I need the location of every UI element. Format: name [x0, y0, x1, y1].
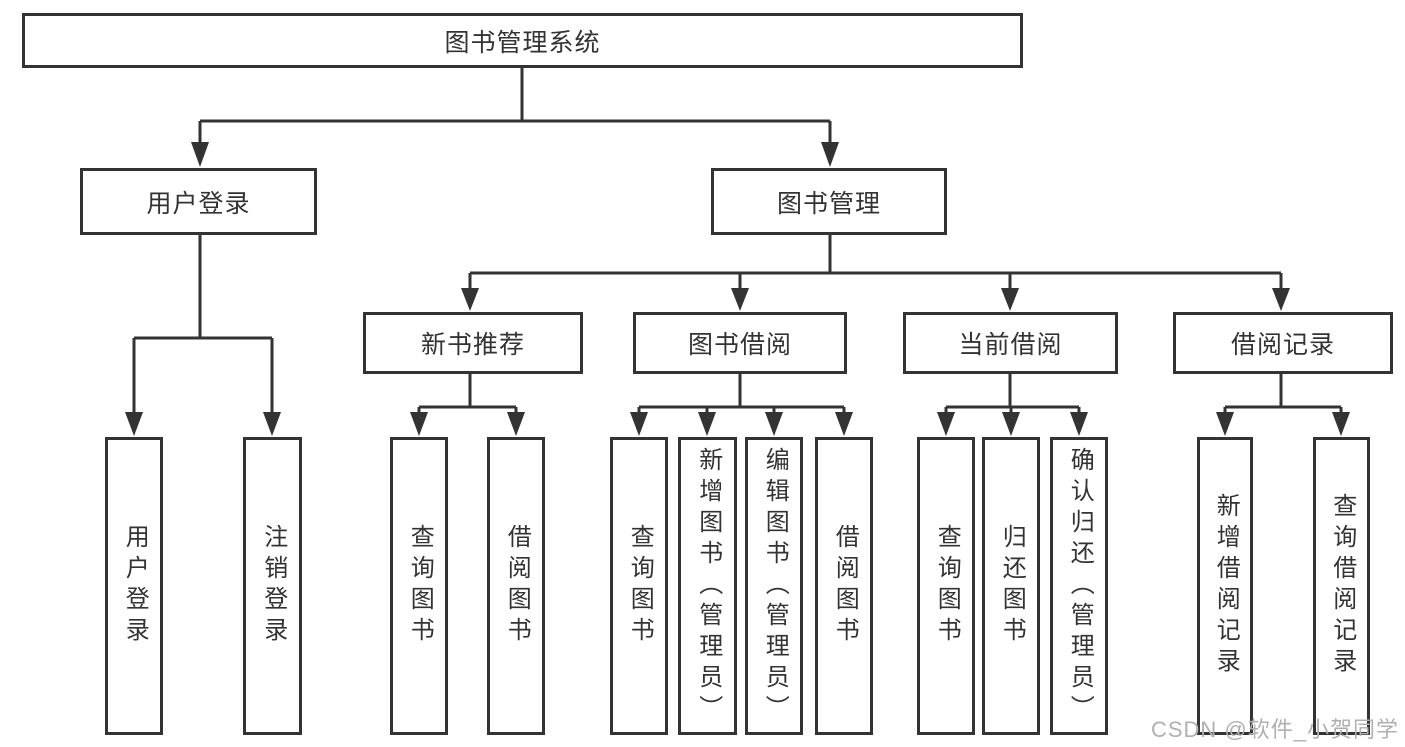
- node-label: 注销登录: [259, 524, 287, 648]
- node-book-management: 图书管理: [711, 168, 947, 235]
- node-label: 查询借阅记录: [1328, 493, 1356, 679]
- node-leaf-add-borrow-record: 新增借阅记录: [1197, 437, 1253, 735]
- node-label: 图书管理: [776, 189, 881, 218]
- node-root: 图书管理系统: [22, 13, 1023, 68]
- node-leaf-add-book-admin: 新增图书（管理员）: [678, 437, 737, 735]
- node-label: 当前借阅: [958, 331, 1063, 359]
- node-label: 查询图书: [626, 524, 654, 648]
- node-leaf-logout: 注销登录: [243, 437, 302, 735]
- node-label: 新增图书（管理员）: [694, 446, 722, 726]
- node-current-borrowing: 当前借阅: [903, 312, 1118, 374]
- node-label: 归还图书: [998, 524, 1026, 648]
- node-label: 新书推荐: [420, 331, 525, 359]
- node-leaf-user-login: 用户登录: [105, 437, 163, 735]
- node-leaf-borrow-books-recommend: 借阅图书: [487, 437, 545, 735]
- watermark: CSDN @软件_小贺同学: [1150, 717, 1399, 742]
- node-label: 借阅记录: [1230, 331, 1335, 359]
- node-label: 编辑图书（管理员）: [761, 446, 789, 726]
- node-label: 查询图书: [406, 524, 434, 648]
- node-leaf-edit-book-admin: 编辑图书（管理员）: [745, 437, 803, 735]
- node-leaf-query-books-borrowing: 查询图书: [610, 437, 668, 735]
- node-label: 确认归还（管理员）: [1066, 446, 1094, 726]
- node-leaf-borrow-books-borrowing: 借阅图书: [815, 437, 873, 735]
- node-user-login: 用户登录: [80, 168, 317, 235]
- node-label: 图书借阅: [687, 331, 792, 359]
- node-label: 借阅图书: [503, 524, 531, 648]
- node-label: 用户登录: [121, 524, 149, 648]
- node-leaf-confirm-return-admin: 确认归还（管理员）: [1050, 437, 1108, 735]
- node-leaf-return-book: 归还图书: [982, 437, 1040, 735]
- node-label: 查询图书: [933, 524, 961, 648]
- node-label: 用户登录: [146, 189, 251, 218]
- node-label: 图书管理系统: [444, 28, 601, 57]
- node-new-book-recommend: 新书推荐: [363, 312, 583, 374]
- node-borrowing-records: 借阅记录: [1173, 312, 1393, 374]
- node-leaf-query-borrow-record: 查询借阅记录: [1313, 437, 1370, 735]
- node-book-borrowing: 图书借阅: [633, 312, 847, 374]
- node-label: 借阅图书: [831, 524, 859, 648]
- node-leaf-query-books-current: 查询图书: [917, 437, 975, 735]
- node-label: 新增借阅记录: [1212, 493, 1240, 679]
- node-leaf-query-books-recommend: 查询图书: [390, 437, 448, 735]
